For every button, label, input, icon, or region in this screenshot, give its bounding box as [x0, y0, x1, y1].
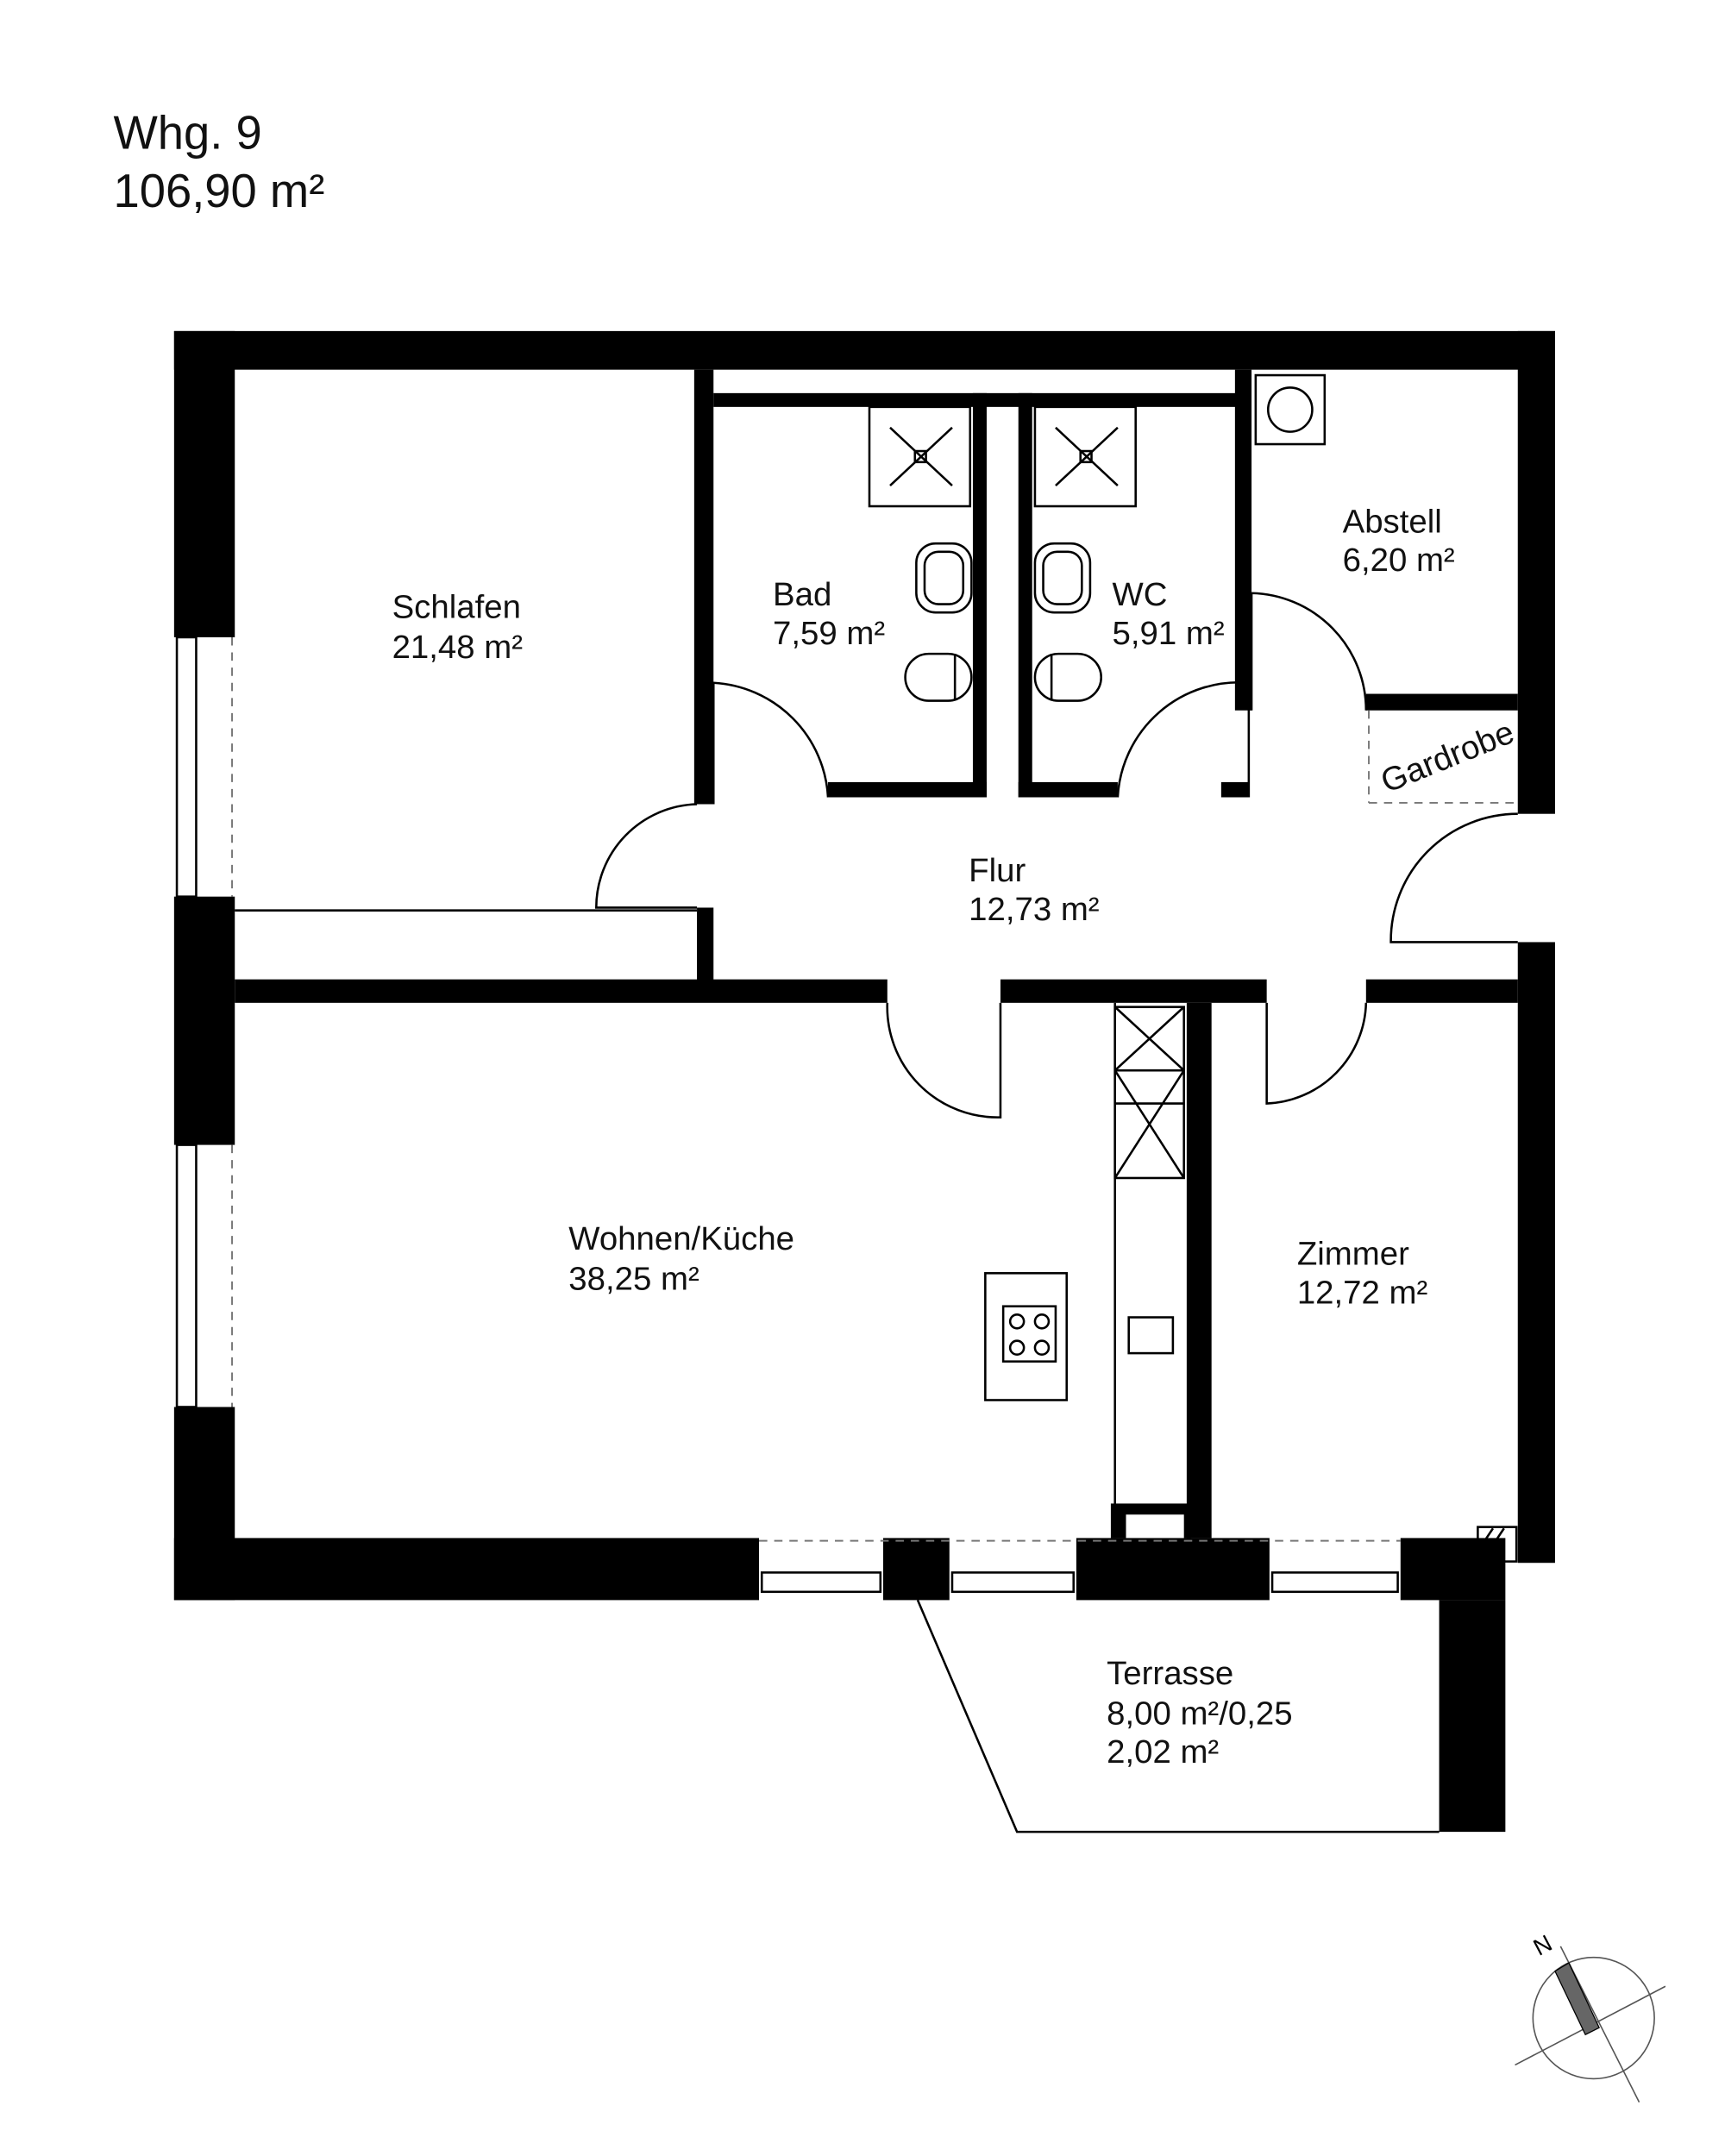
room-area: 5,91 m² — [1113, 615, 1225, 652]
fixtures — [868, 373, 1518, 1563]
cooktop-icon — [984, 1272, 1069, 1401]
room-name: Zimmer — [1297, 1236, 1409, 1273]
shaft — [1477, 1526, 1518, 1563]
toilet-icon — [1033, 652, 1102, 702]
room-area: 38,25 m² — [568, 1261, 699, 1298]
room-area: 21,48 m² — [392, 629, 524, 666]
room-name: Flur — [969, 852, 1026, 889]
washing-machine-icon — [1254, 373, 1327, 446]
toilet-icon — [904, 652, 973, 702]
room-area: 12,73 m² — [969, 891, 1100, 928]
room-area: 12,72 m² — [1297, 1275, 1428, 1312]
room-name: Terrasse — [1107, 1655, 1233, 1692]
room-name: Schlafen — [392, 589, 521, 626]
sink-icon — [1033, 542, 1092, 614]
shower-icon — [868, 405, 972, 508]
unit-title: Whg. 9 — [113, 107, 261, 160]
compass-icon: N — [1515, 1929, 1666, 2103]
room-name: Abstell — [1343, 503, 1442, 540]
north-label: N — [1528, 1929, 1556, 1961]
room-area-weighted: 2,02 m² — [1107, 1733, 1219, 1771]
doors — [235, 592, 1518, 1119]
shower-icon — [1033, 405, 1137, 508]
sink-icon — [915, 542, 973, 614]
unit-total-area: 106,90 m² — [113, 165, 324, 217]
walls — [173, 330, 1555, 1833]
kitchen-counter — [1113, 1002, 1185, 1504]
room-name: WC — [1113, 576, 1168, 613]
terrace-outline — [916, 1599, 1440, 1833]
room-area: 7,59 m² — [773, 615, 885, 652]
windows — [175, 636, 1401, 1594]
room-name: Bad — [773, 576, 831, 613]
room-area: 8,00 m²/0,25 — [1107, 1695, 1292, 1732]
room-name: Wohnen/Küche — [568, 1220, 794, 1257]
room-area: 6,20 m² — [1343, 542, 1455, 579]
room-name: Gardrobe — [1376, 713, 1519, 800]
